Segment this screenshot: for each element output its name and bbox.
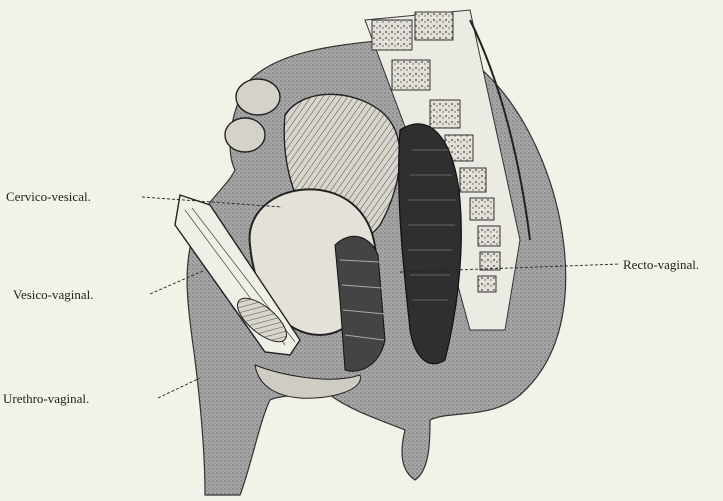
label-cervico-vesical: Cervico-vesical. (6, 190, 91, 203)
label-vesico-vaginal: Vesico-vaginal. (13, 288, 94, 301)
leader-urethro-vaginal (158, 378, 200, 398)
label-urethro-vaginal: Urethro-vaginal. (3, 392, 89, 405)
ovary-lower (225, 118, 265, 152)
ovary-upper (236, 79, 280, 115)
label-recto-vaginal: Recto-vaginal. (623, 258, 699, 271)
